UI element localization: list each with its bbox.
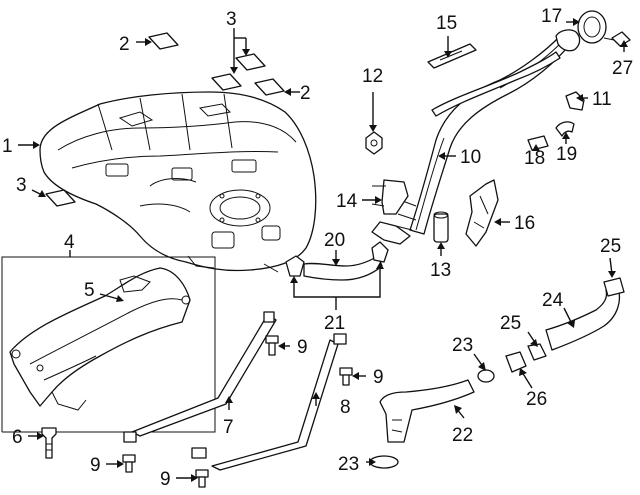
callout-24: 24 bbox=[542, 290, 564, 311]
callout-4: 4 bbox=[64, 232, 75, 253]
callout-20: 20 bbox=[324, 230, 345, 251]
callout-27: 27 bbox=[612, 58, 633, 79]
clip-fastener bbox=[41, 427, 57, 459]
shield-inset-box bbox=[1, 256, 216, 433]
callout-23: 23 bbox=[338, 454, 359, 475]
callout-2: 2 bbox=[119, 34, 130, 55]
callout-15: 15 bbox=[436, 13, 457, 34]
callout-9: 9 bbox=[297, 337, 308, 358]
callout-3: 3 bbox=[226, 9, 237, 30]
callout-1: 1 bbox=[2, 136, 13, 157]
callout-10: 10 bbox=[460, 147, 481, 168]
callout-25: 25 bbox=[500, 313, 521, 334]
callout-3: 3 bbox=[16, 175, 27, 196]
callout-9: 9 bbox=[373, 367, 384, 388]
callout-25: 25 bbox=[600, 236, 621, 257]
callout-23: 23 bbox=[452, 335, 473, 356]
callout-22: 22 bbox=[452, 425, 473, 446]
hose-parts-upper bbox=[527, 91, 585, 151]
filler-shield bbox=[465, 179, 499, 247]
insulator-pads bbox=[45, 32, 285, 207]
callout-7: 7 bbox=[223, 417, 234, 438]
filler-hose bbox=[285, 241, 389, 281]
callout-18: 18 bbox=[524, 148, 545, 169]
callout-8: 8 bbox=[340, 397, 351, 418]
callout-13: 13 bbox=[430, 260, 451, 281]
callout-26: 26 bbox=[526, 389, 547, 410]
filler-bracket bbox=[371, 179, 409, 215]
callout-11: 11 bbox=[592, 89, 612, 110]
fuel-tank bbox=[39, 91, 317, 273]
leader-lines bbox=[18, 18, 628, 482]
strap-bolts bbox=[122, 335, 353, 488]
vent-hose-lower bbox=[369, 277, 625, 469]
filler-pipe bbox=[371, 29, 581, 245]
fuel-cap bbox=[577, 10, 631, 47]
callout-19: 19 bbox=[556, 144, 577, 165]
callout-5: 5 bbox=[84, 280, 95, 301]
callout-14: 14 bbox=[336, 191, 358, 212]
heat-shield-strip bbox=[427, 43, 477, 69]
callout-9: 9 bbox=[160, 469, 171, 490]
callout-2: 2 bbox=[300, 83, 311, 104]
small-parts bbox=[365, 131, 449, 243]
callout-numbers: 1 2 2 3 3 4 5 6 7 8 9 9 9 9 10 11 12 13 … bbox=[2, 6, 633, 490]
callout-6: 6 bbox=[12, 427, 23, 448]
callout-21: 21 bbox=[324, 313, 345, 334]
tank-straps bbox=[123, 311, 347, 471]
callout-12: 12 bbox=[362, 66, 383, 87]
callout-16: 16 bbox=[514, 213, 535, 234]
callout-9: 9 bbox=[90, 455, 101, 476]
callout-17: 17 bbox=[541, 6, 562, 27]
